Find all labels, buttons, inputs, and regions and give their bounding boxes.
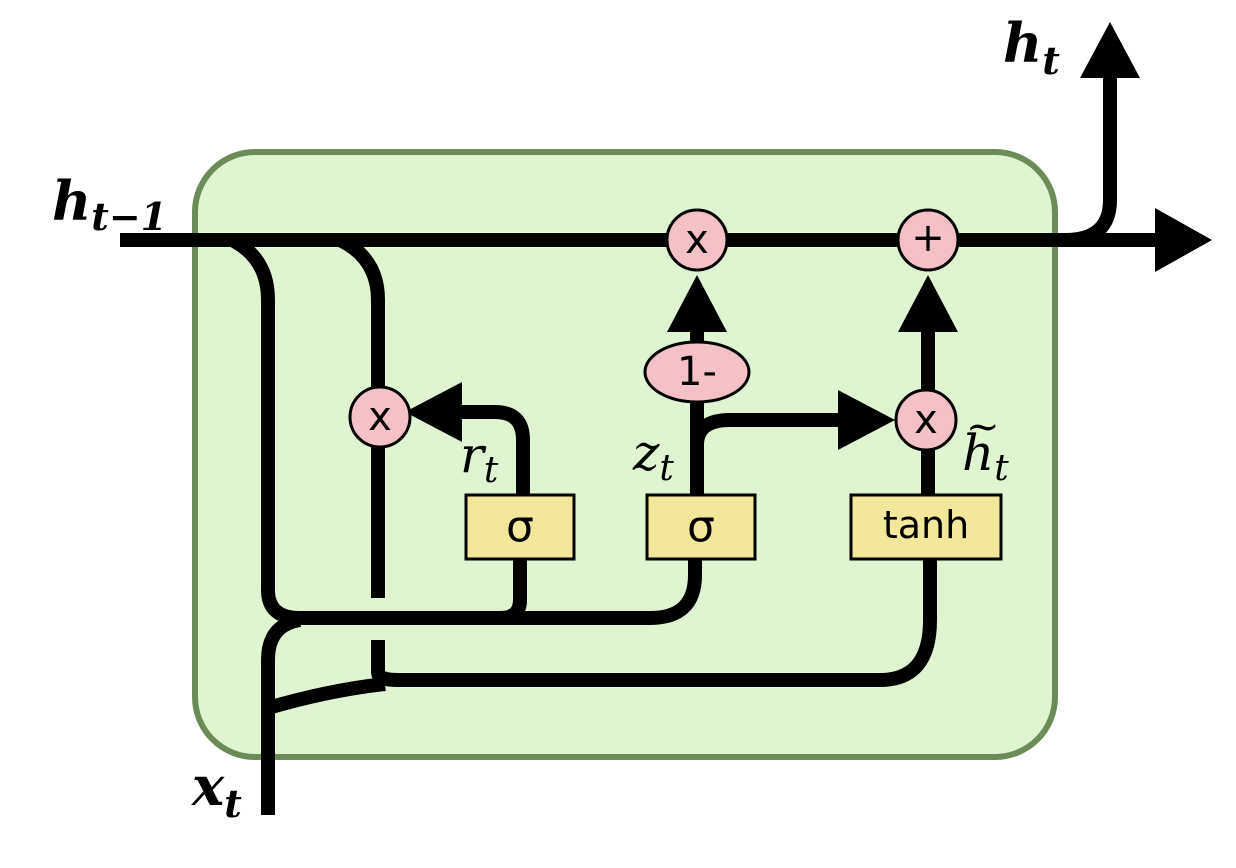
op-add-top-label: + xyxy=(911,215,945,261)
reset-out-to-tanh-wire xyxy=(371,560,937,687)
layer-update-sigma: σ xyxy=(645,493,757,561)
layer-candidate-tanh-label: tanh xyxy=(883,503,969,547)
h-prev-to-gates-wire xyxy=(228,233,702,625)
reset-gate-wire xyxy=(455,405,530,495)
arrowhead-icon xyxy=(667,275,727,332)
label-h-prev: ht−1 xyxy=(52,169,167,239)
op-multiply-reset: x xyxy=(348,385,412,449)
label-r: rt xyxy=(460,426,499,491)
layer-candidate-tanh: tanh xyxy=(849,493,1003,561)
gru-cell-box xyxy=(192,149,1058,760)
op-multiply-top: x xyxy=(665,208,729,272)
layer-reset-sigma-label: σ xyxy=(506,502,534,553)
h-prev-reset-wire xyxy=(336,233,385,598)
arrowheads xyxy=(405,22,1212,450)
label-htilde-tilde: ~ xyxy=(966,404,1000,450)
arrowhead-icon xyxy=(1080,22,1140,78)
output-branch-wire xyxy=(1064,75,1117,247)
label-x: xt xyxy=(191,754,242,826)
layer-update-sigma-label: σ xyxy=(687,502,715,553)
arrowhead-icon xyxy=(1155,208,1212,272)
x-to-tanh-wire xyxy=(266,677,386,715)
reset-sigma-input-wire xyxy=(499,560,527,625)
label-htilde: ht xyxy=(962,424,1009,489)
op-multiply-reset-label: x xyxy=(368,394,392,440)
arrowhead-icon xyxy=(898,275,958,332)
op-multiply-top-label: x xyxy=(685,217,709,263)
label-z: zt xyxy=(632,424,674,489)
label-h-out: ht xyxy=(1003,11,1060,83)
op-add-top: + xyxy=(896,208,960,272)
arrowhead-icon xyxy=(405,382,462,442)
layer-reset-sigma: σ xyxy=(464,493,576,561)
x-input-wire xyxy=(261,613,302,815)
wires xyxy=(120,75,1165,815)
op-multiply-candidate: x xyxy=(894,388,958,452)
arrowhead-icon xyxy=(838,390,895,450)
op-one-minus: 1- xyxy=(643,340,751,404)
op-one-minus-label: 1- xyxy=(677,349,717,395)
update-gate-right-wire xyxy=(690,413,845,446)
op-multiply-candidate-label: x xyxy=(914,397,938,443)
